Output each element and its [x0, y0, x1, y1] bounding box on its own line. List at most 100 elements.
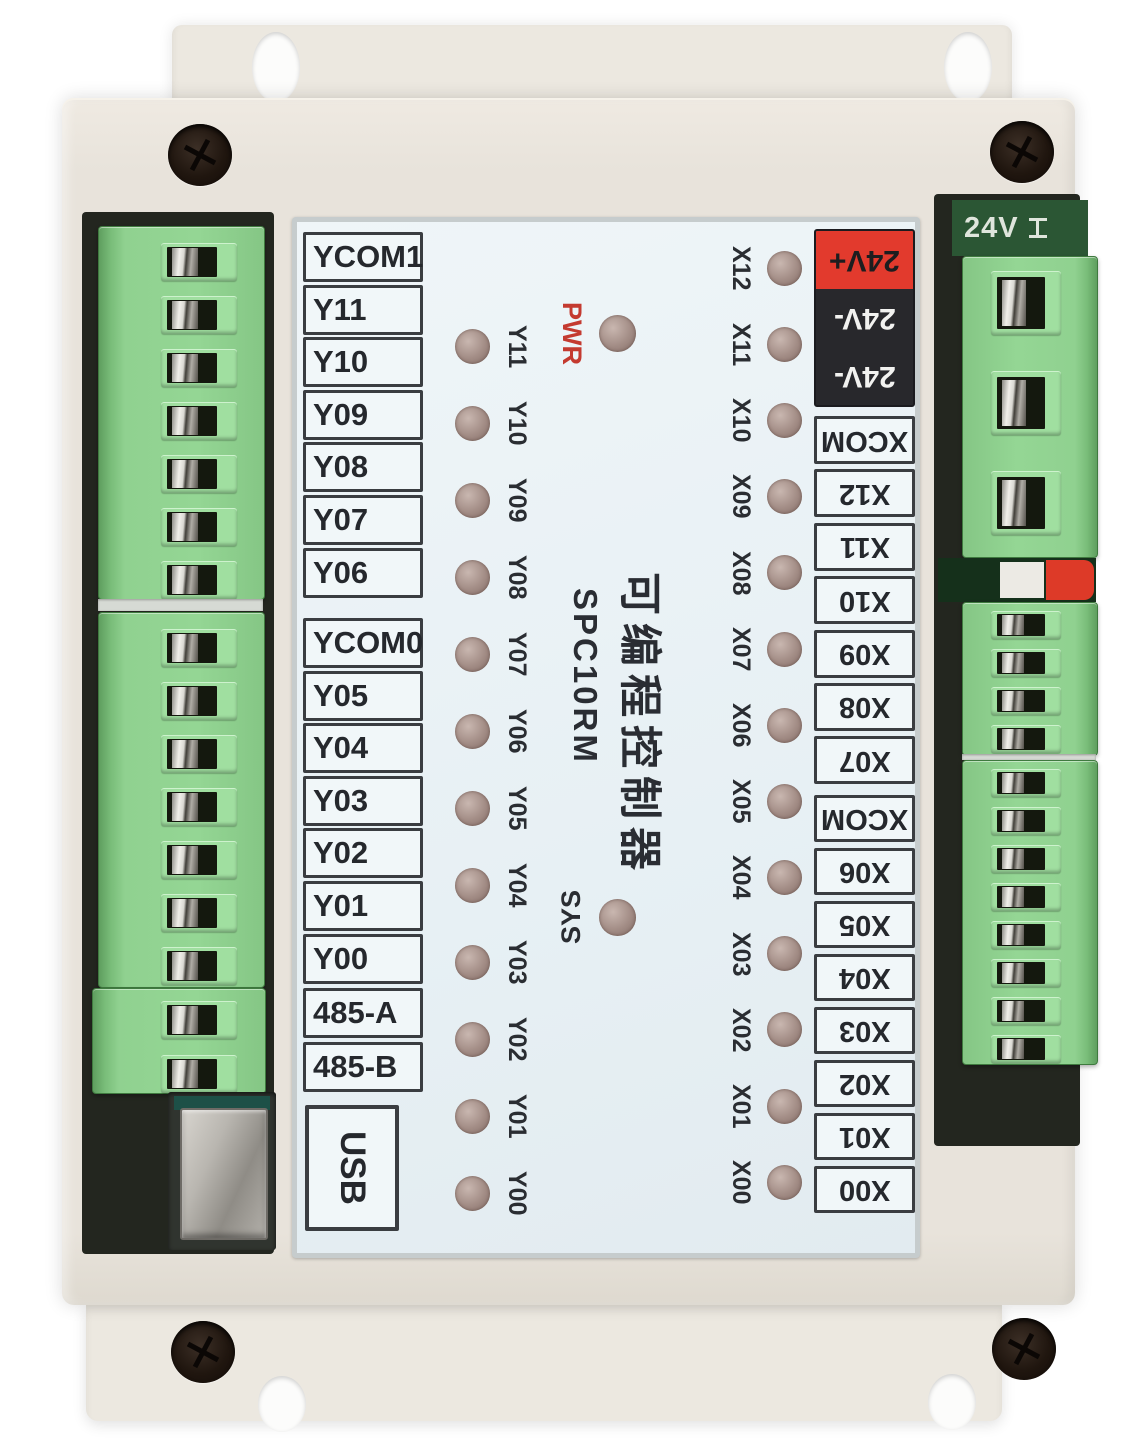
x-led-label: X05 [727, 779, 755, 824]
power-label-24v-plus: 24V+ [816, 231, 913, 289]
terminal-screw-slot [161, 894, 237, 932]
y-led-label: Y01 [503, 1094, 531, 1139]
y-led-label: Y08 [503, 555, 531, 600]
terminal-label-box: Y07 [303, 494, 423, 545]
terminal-screw-slot [161, 682, 237, 720]
x-led-label: X08 [727, 550, 755, 596]
y-led-indicator [455, 406, 490, 441]
terminal-label-box: 485-A [303, 988, 423, 1038]
x-led-label: X00 [727, 1160, 755, 1205]
terminal-label-box: Y10 [303, 337, 423, 388]
pwr-led-indicator [599, 314, 636, 352]
y-led-label: Y09 [503, 478, 531, 523]
y-led-indicator [455, 1022, 490, 1057]
x-led-row: X10 [726, 382, 802, 458]
model-text-wrap: SPC10RM [566, 588, 604, 770]
y-led-row: Y00 [455, 1155, 531, 1232]
usb-label-box: USB [305, 1105, 399, 1231]
x-led-label: X12 [727, 245, 755, 291]
y-led-row: Y10 [455, 385, 531, 462]
left-terminal-block-outputs-1 [98, 226, 265, 600]
x-led-row: X01 [726, 1068, 802, 1144]
x-led-indicator [767, 1164, 802, 1200]
terminal-label-box: X02 [814, 1060, 915, 1107]
terminal-label-box: Y06 [303, 547, 423, 598]
x-led-row: X11 [726, 306, 802, 382]
y-led-row: Y04 [455, 847, 531, 924]
terminal-label-box: X00 [814, 1166, 915, 1213]
terminal-label-box: XCOM [814, 416, 915, 464]
power-label-24v-minus-1: 24V- [833, 302, 896, 335]
terminal-screw-slot [161, 1055, 237, 1093]
terminal-screw-slot [991, 997, 1061, 1025]
x-led-indicator [767, 402, 802, 438]
y-led-column: Y11 Y10 Y09 Y08 Y07 Y06 Y05 Y04 [455, 308, 531, 1232]
x-led-label: X09 [727, 474, 755, 519]
terminal-label-box: X01 [814, 1113, 915, 1160]
x-led-indicator [767, 1088, 802, 1124]
top-flange-hole-left [252, 32, 300, 102]
case-screw-bottom-left [171, 1321, 235, 1383]
x-led-indicator [767, 860, 802, 896]
y-led-row: Y07 [455, 616, 531, 693]
terminal-screw-slot [161, 243, 237, 281]
x-led-row: X12 [726, 230, 802, 306]
y-led-row: Y05 [455, 770, 531, 847]
y-led-indicator [455, 791, 490, 826]
y-led-indicator [455, 1176, 490, 1211]
x-led-row: X02 [726, 992, 802, 1068]
right-terminal-block-power [962, 256, 1098, 558]
case-screw-top-right [990, 121, 1054, 183]
terminal-label-box: X04 [814, 954, 915, 1001]
terminal-screw-slot [161, 296, 237, 334]
terminal-screw-slot [991, 371, 1061, 435]
sys-led-label: SYS [556, 889, 586, 945]
y-led-row: Y02 [455, 1001, 531, 1078]
terminal-screw-slot [161, 841, 237, 879]
terminal-label-box: YCOM1 [303, 232, 423, 282]
terminal-screw-slot [991, 921, 1061, 949]
x-led-row: X08 [726, 535, 802, 611]
pcb-white-component [1000, 562, 1044, 598]
y-led-label: Y07 [503, 632, 531, 677]
pwr-led-label: PWR [557, 301, 587, 365]
product-name-cn: 可编程控制器 [615, 572, 663, 878]
terminal-screw-slot [991, 769, 1061, 797]
top-mounting-flange [172, 25, 1012, 105]
x-led-row: X00 [726, 1144, 802, 1220]
y-led-indicator [455, 560, 490, 595]
usb-port-connector [180, 1108, 268, 1240]
x-led-label: X01 [727, 1083, 755, 1129]
y-led-indicator [455, 945, 490, 980]
terminal-label-box: X12 [814, 469, 915, 518]
x-led-indicator [767, 707, 802, 743]
x-led-row: X06 [726, 687, 802, 763]
terminal-screw-slot [161, 629, 237, 667]
terminal-screw-slot [161, 402, 237, 440]
top-flange-hole-right [944, 32, 992, 102]
product-name-wrap: 可编程控制器 [612, 572, 674, 883]
y-led-indicator [455, 868, 490, 903]
x-led-indicator [767, 631, 802, 667]
right-terminal-block-inputs-2 [962, 760, 1098, 1065]
usb-label: USB [333, 1131, 372, 1205]
y-led-indicator [455, 714, 490, 749]
x-led-row: X09 [726, 459, 802, 535]
terminal-label-box: X10 [814, 576, 915, 625]
terminal-label-box: Y09 [303, 389, 423, 440]
y-led-row: Y11 [455, 308, 531, 385]
case-screw-top-left [168, 124, 232, 186]
terminal-screw-slot [991, 883, 1061, 911]
terminal-label-box: X05 [814, 901, 915, 948]
power-label-block: 24V+ 24V- 24V- [814, 229, 915, 407]
terminal-screw-slot [991, 1035, 1061, 1063]
terminal-label-box: Y08 [303, 442, 423, 493]
x-led-row: X07 [726, 611, 802, 687]
left-terminal-block-outputs-2 [98, 612, 265, 988]
x-led-label: X11 [727, 322, 755, 366]
terminal-label-box: Y03 [303, 775, 423, 826]
x-led-indicator [767, 783, 802, 819]
